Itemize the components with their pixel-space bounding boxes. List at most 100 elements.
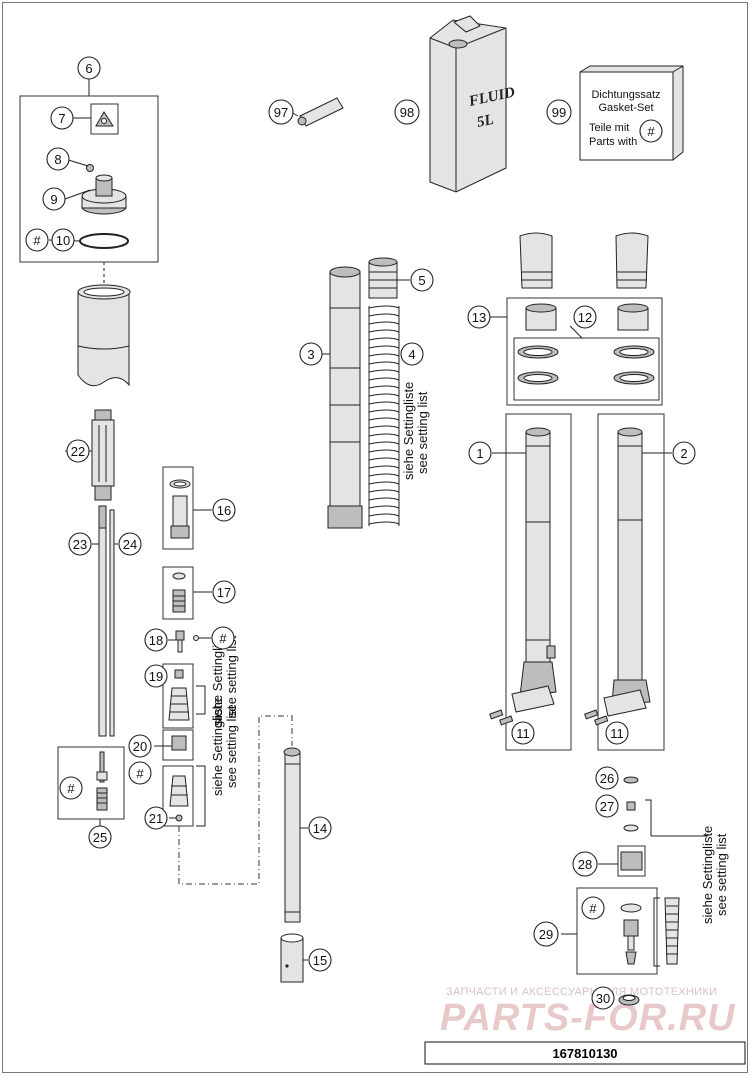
fork-leg-2 [584, 413, 672, 751]
svg-text:#: # [219, 631, 227, 646]
callout-12[interactable]: 12 [573, 305, 597, 329]
callout-6[interactable]: 6 [77, 56, 101, 80]
callout-25[interactable]: 25 [88, 825, 112, 849]
svg-text:20: 20 [133, 739, 147, 754]
svg-text:12: 12 [578, 310, 592, 325]
callout-hash-25[interactable]: # [59, 776, 83, 800]
callout-1[interactable]: 1 [468, 441, 492, 465]
svg-text:2: 2 [680, 446, 687, 461]
setting-note-21-en: see setting list [224, 635, 239, 718]
svg-text:21: 21 [149, 811, 163, 826]
svg-text:98: 98 [400, 105, 414, 120]
svg-text:#: # [136, 766, 144, 781]
svg-text:99: 99 [552, 105, 566, 120]
callout-21[interactable]: 21 [144, 806, 168, 830]
cartridge-tube [280, 747, 308, 983]
svg-text:19: 19 [149, 669, 163, 684]
callout-22[interactable]: 22 [66, 439, 90, 463]
callout-30[interactable]: 30 [591, 986, 615, 1010]
callout-11-right[interactable]: 11 [605, 721, 629, 745]
callout-11-left[interactable]: 11 [511, 721, 535, 745]
setting-note-27: siehe Settingliste see setting list [700, 826, 729, 924]
callout-27[interactable]: 27 [595, 794, 619, 818]
callout-29[interactable]: 29 [533, 921, 559, 947]
callout-18[interactable]: 18 [144, 628, 168, 652]
callout-14[interactable]: 14 [308, 816, 332, 840]
seal-kit-box [490, 297, 663, 406]
callout-hash-20[interactable]: # [128, 761, 152, 785]
parts-16-21 [154, 466, 212, 827]
callout-15[interactable]: 15 [308, 948, 332, 972]
parts-26-30 [561, 776, 708, 1006]
svg-text:#: # [589, 901, 597, 916]
callout-8[interactable]: 8 [46, 147, 70, 171]
fluid-volume: 5L [476, 112, 496, 131]
callout-5[interactable]: 5 [410, 268, 434, 292]
svg-text:23: 23 [73, 537, 87, 552]
setting-note-27-en: see setting list [714, 833, 729, 916]
callout-99[interactable]: 99 [546, 99, 572, 125]
svg-text:29: 29 [539, 927, 553, 942]
drawing-code-box [424, 1041, 746, 1065]
gasket-line-2: Gasket-Set [598, 102, 653, 114]
callout-9[interactable]: 9 [42, 187, 66, 211]
setting-note-19-en: see setting list [224, 705, 239, 788]
svg-text:5: 5 [418, 273, 425, 288]
setting-note-fork-en: see setting list [415, 391, 430, 474]
callout-98[interactable]: 98 [394, 99, 420, 125]
svg-text:26: 26 [600, 771, 614, 786]
svg-text:11: 11 [610, 726, 624, 741]
callout-16[interactable]: 16 [212, 498, 236, 522]
callout-13[interactable]: 13 [467, 305, 491, 329]
svg-text:16: 16 [217, 503, 231, 518]
callout-2[interactable]: 2 [672, 441, 696, 465]
callout-hash-18[interactable]: # [211, 626, 235, 650]
svg-text:8: 8 [54, 152, 61, 167]
svg-text:14: 14 [313, 821, 327, 836]
fluid-canister: FLUID 5L [429, 15, 517, 193]
callout-20[interactable]: 20 [128, 734, 152, 758]
setting-note-27-de: siehe Settingliste [700, 826, 715, 924]
callout-23[interactable]: 23 [68, 532, 92, 556]
svg-text:#: # [647, 124, 655, 139]
fork-cap-box [19, 95, 159, 263]
callout-19[interactable]: 19 [144, 664, 168, 688]
setting-note-19-de: siehe Settingliste [210, 698, 225, 796]
callout-hash-10[interactable]: # [25, 228, 49, 252]
callout-hash-99[interactable]: # [639, 119, 663, 143]
watermark-brand: PARTS-FOR.RU [440, 997, 736, 1039]
svg-text:#: # [33, 233, 41, 248]
svg-text:27: 27 [600, 799, 614, 814]
svg-text:13: 13 [472, 310, 486, 325]
callout-7[interactable]: 7 [50, 106, 74, 130]
setting-note-21: siehe Settingliste see setting list [210, 628, 239, 726]
gasket-line-3: Teile mit [589, 122, 629, 134]
assembly-guide-line [178, 715, 293, 885]
setting-note-19: siehe Settingliste see setting list [210, 698, 239, 796]
fork-leg-1 [489, 413, 572, 751]
svg-text:#: # [67, 781, 75, 796]
fork-cap-assembly [19, 78, 159, 290]
fork-dust-caps [519, 232, 649, 289]
svg-text:9: 9 [50, 192, 57, 207]
svg-text:24: 24 [123, 537, 137, 552]
callout-28[interactable]: 28 [572, 851, 598, 877]
callout-97[interactable]: 97 [268, 99, 294, 125]
callout-4[interactable]: 4 [400, 342, 424, 366]
drawing-code: 167810130 [552, 1046, 617, 1061]
fork-spring [368, 305, 400, 525]
callout-hash-29[interactable]: # [581, 896, 605, 920]
callout-26[interactable]: 26 [595, 766, 619, 790]
cartridge-head [65, 409, 115, 501]
callout-17[interactable]: 17 [212, 580, 236, 604]
svg-text:11: 11 [516, 726, 530, 741]
callout-10[interactable]: 10 [51, 228, 75, 252]
valve-box-25 [57, 746, 125, 826]
svg-text:22: 22 [71, 444, 85, 459]
svg-text:3: 3 [307, 347, 314, 362]
svg-text:4: 4 [408, 347, 415, 362]
callout-24[interactable]: 24 [118, 532, 142, 556]
callout-3[interactable]: 3 [299, 342, 323, 366]
